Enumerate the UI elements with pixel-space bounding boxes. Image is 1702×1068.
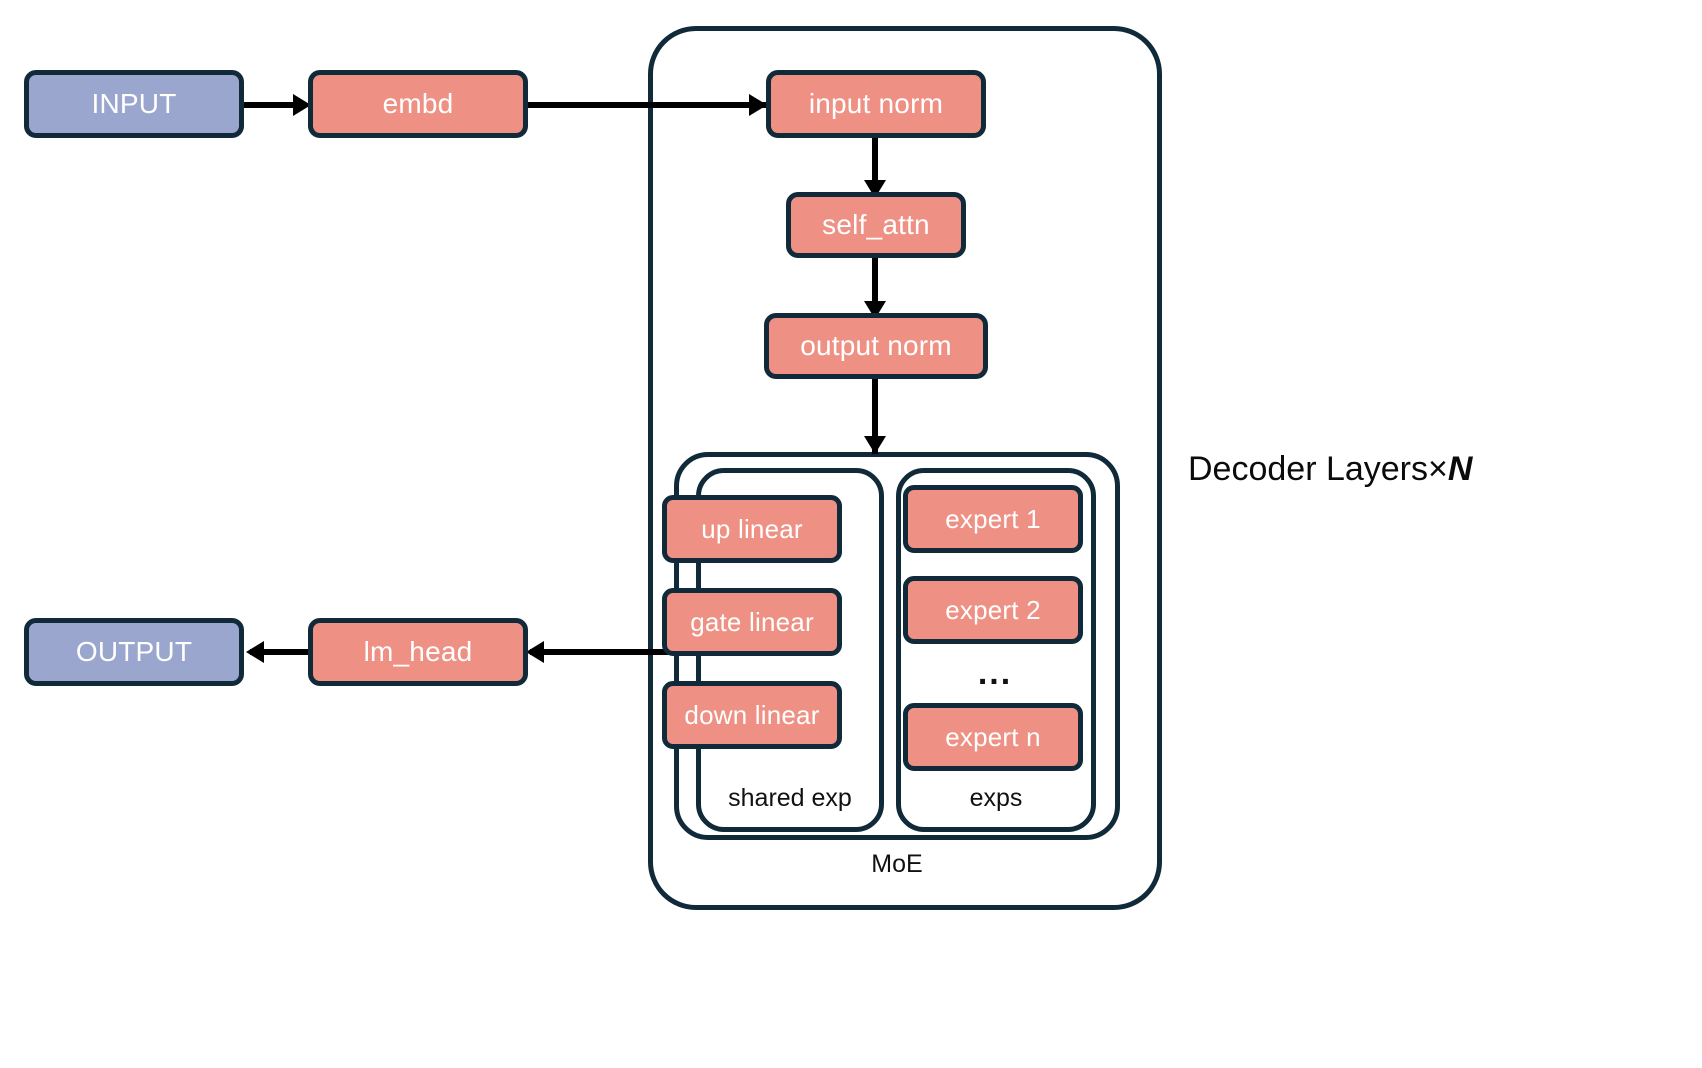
node-gate-linear[interactable]: gate linear (662, 588, 842, 656)
decoder-layers-container (648, 26, 1162, 910)
arrowhead-input-to-embd (293, 94, 311, 116)
edge-lm-head-to-output (250, 649, 312, 655)
node-expert-2-label: expert 2 (945, 595, 1041, 625)
arrowhead-embd-to-input-norm (749, 94, 767, 116)
node-up-linear[interactable]: up linear (662, 495, 842, 563)
node-input[interactable]: INPUT (24, 70, 244, 138)
node-lm-head[interactable]: lm_head (308, 618, 528, 686)
experts-ellipsis: ... (977, 654, 1013, 692)
node-expert-1-label: expert 1 (945, 504, 1041, 534)
edge-output-norm-to-moe (872, 378, 878, 454)
moe-container-label: MoE (871, 850, 923, 878)
edge-embd-to-input-norm (528, 102, 768, 108)
node-embd-label: embd (382, 88, 454, 119)
node-expert-n[interactable]: expert n (903, 703, 1083, 771)
decoder-layers-label: Decoder Layers×N (1188, 452, 1472, 486)
node-up-linear-label: up linear (701, 514, 803, 544)
node-output-label: OUTPUT (75, 636, 193, 667)
node-embd[interactable]: embd (308, 70, 528, 138)
arrowhead-moe-to-lm-head (526, 641, 544, 663)
arrowhead-lm-head-to-output (246, 641, 264, 663)
node-output-norm-label: output norm (800, 330, 952, 361)
node-expert-2[interactable]: expert 2 (903, 576, 1083, 644)
node-self-attn-label: self_attn (822, 209, 930, 240)
node-down-linear[interactable]: down linear (662, 681, 842, 749)
node-gate-linear-label: gate linear (690, 607, 814, 637)
node-input-norm[interactable]: input norm (766, 70, 986, 138)
node-expert-n-label: expert n (945, 722, 1041, 752)
node-down-linear-label: down linear (684, 700, 820, 730)
node-expert-1[interactable]: expert 1 (903, 485, 1083, 553)
edge-self-attn-to-output-norm (872, 258, 878, 320)
node-lm-head-label: lm_head (363, 636, 473, 667)
node-self-attn[interactable]: self_attn (786, 192, 966, 258)
node-input-label: INPUT (91, 88, 177, 119)
edge-input-to-embd (244, 102, 306, 108)
decoder-layers-label-text: Decoder Layers× (1188, 450, 1448, 488)
experts-group (896, 468, 1096, 832)
node-output-norm[interactable]: output norm (764, 313, 988, 379)
edge-input-norm-to-self-attn (872, 138, 878, 198)
node-output[interactable]: OUTPUT (24, 618, 244, 686)
node-input-norm-label: input norm (808, 88, 944, 119)
arrowhead-output-norm-to-moe (864, 436, 886, 454)
edge-moe-to-lm-head (530, 649, 680, 655)
decoder-layers-count-var: N (1447, 450, 1473, 488)
shared-expert-group-label: shared exp (728, 784, 852, 812)
experts-group-label: exps (969, 784, 1023, 812)
